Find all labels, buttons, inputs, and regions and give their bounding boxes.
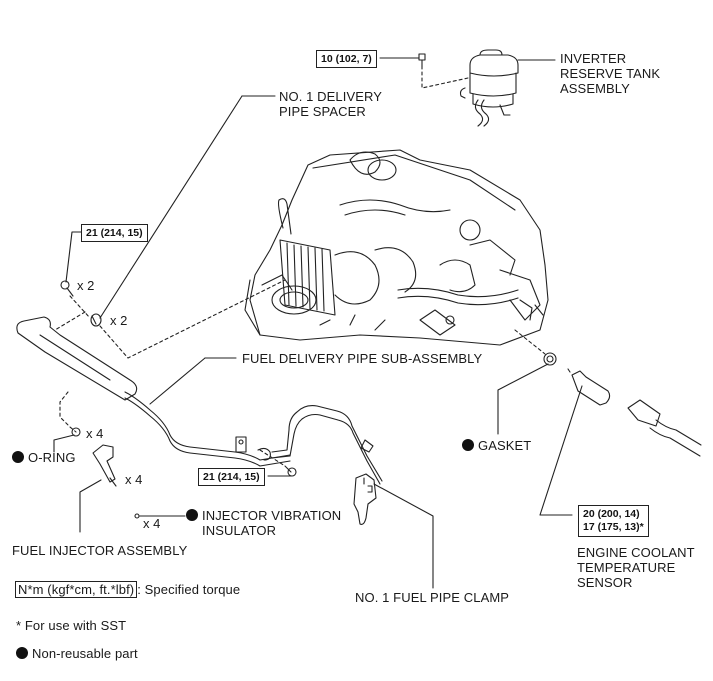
insulator-drawing	[134, 513, 140, 519]
fuel-injector-label: FUEL INJECTOR ASSEMBLY	[12, 543, 188, 558]
legend-torque: N*m (kgf*cm, ft.*lbf): Specified torque	[15, 581, 241, 598]
gasket-label: GASKET	[462, 438, 531, 453]
qty-spacer-bolt: x 2	[77, 278, 95, 293]
label-line: ENGINE COOLANT	[577, 545, 695, 560]
o-ring-drawing	[71, 427, 81, 437]
legend-text: Non-reusable part	[32, 646, 138, 661]
fuel-injector-drawing	[92, 444, 117, 487]
engine-illustration	[244, 149, 549, 346]
torque-tank-bolt: 10 (102, 7)	[316, 50, 377, 68]
label-line: NO. 1 DELIVERY	[279, 89, 383, 104]
legend-torque-box: N*m (kgf*cm, ft.*lbf)	[15, 581, 138, 598]
spacer-drawing	[90, 313, 102, 327]
torque-line: 20 (200, 14)	[583, 508, 640, 520]
o-ring-label: O-RING	[12, 450, 76, 465]
fuel-pipe-clamp-drawing	[353, 473, 377, 525]
legend-torque-desc: : Specified torque	[137, 582, 241, 597]
label-line: INSULATOR	[202, 523, 277, 538]
label-text: O-RING	[28, 450, 76, 465]
gasket-drawing	[543, 352, 557, 366]
qty-injector: x 4	[125, 472, 143, 487]
label-line: RESERVE TANK	[560, 66, 661, 81]
torque-spacer-bolt: 21 (214, 15)	[81, 224, 148, 242]
torque-coolant-sensor: 20 (200, 14) 17 (175, 13)*	[578, 505, 649, 537]
label-line: SENSOR	[577, 575, 633, 590]
fuel-delivery-pipe-label: FUEL DELIVERY PIPE SUB-ASSEMBLY	[242, 351, 483, 366]
non-reusable-dot-icon	[16, 647, 28, 659]
legend-non-reusable: Non-reusable part	[16, 646, 138, 661]
non-reusable-dot-icon	[12, 451, 24, 463]
pipe-bolt-drawing	[284, 465, 297, 477]
qty-spacer: x 2	[110, 313, 128, 328]
torque-pipe-bolt: 21 (214, 15)	[198, 468, 265, 486]
torque-line: 17 (175, 13)*	[583, 521, 644, 533]
injector-insulator-label: INJECTOR VIBRATION INSULATOR	[186, 508, 341, 538]
non-reusable-dot-icon	[186, 509, 198, 521]
inverter-tank-label: INVERTER RESERVE TANK ASSEMBLY	[560, 51, 660, 96]
sensor-connector-drawing	[627, 399, 702, 457]
label-line: TEMPERATURE	[577, 560, 676, 575]
qty-insulator: x 4	[143, 516, 161, 531]
inverter-reserve-tank-drawing	[459, 49, 556, 127]
label-line: PIPE SPACER	[279, 104, 366, 119]
leader-lines	[53, 95, 583, 589]
fuel-pipe-clamp-label: NO. 1 FUEL PIPE CLAMP	[355, 590, 510, 605]
label-line: INVERTER	[560, 51, 627, 66]
label-line: ASSEMBLY	[560, 81, 630, 96]
label-line: INJECTOR VIBRATION	[202, 508, 342, 523]
spacer-bolt-drawing	[60, 280, 74, 297]
coolant-sensor-label: ENGINE COOLANT TEMPERATURE SENSOR	[577, 545, 695, 590]
label-text: GASKET	[478, 438, 532, 453]
tank-bolt-drawing	[379, 53, 426, 67]
qty-o-ring: x 4	[86, 426, 104, 441]
coolant-sensor-drawing	[567, 368, 611, 406]
non-reusable-dot-icon	[462, 439, 474, 451]
delivery-pipe-spacer-label: NO. 1 DELIVERY PIPE SPACER	[279, 89, 382, 119]
legend-sst-note: * For use with SST	[16, 618, 127, 633]
delivery-pipe-rail-drawing	[16, 316, 383, 485]
